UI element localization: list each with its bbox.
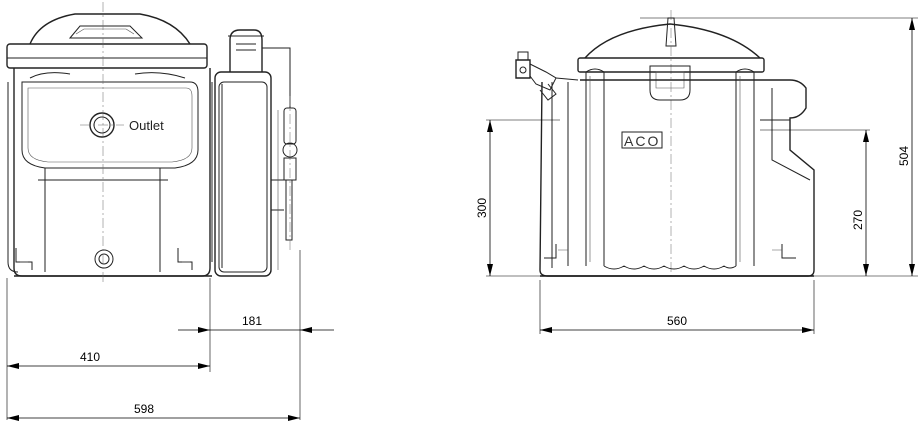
side-view: ACO	[515, 10, 815, 277]
dim-181-label: 181	[242, 314, 262, 328]
lid-latch	[649, 65, 691, 101]
dim-270-label: 270	[851, 210, 865, 230]
front-tank-body	[13, 68, 211, 277]
front-dimensions: 181 410 598	[6, 250, 334, 421]
vent-line	[262, 47, 291, 108]
dim-598-label: 598	[134, 402, 154, 416]
side-tank-body	[539, 79, 815, 277]
dim-504-label: 504	[897, 146, 911, 166]
valve-body	[283, 107, 297, 145]
front-lid-rim	[6, 43, 208, 69]
drain-plug	[94, 249, 114, 269]
dim-410-label: 410	[80, 350, 100, 364]
front-view: Outlet	[6, 2, 298, 282]
side-lid-dome	[584, 23, 761, 59]
inlet-connector	[515, 59, 531, 79]
aco-logo: ACO	[624, 133, 660, 149]
outlet-label: Outlet	[129, 118, 164, 133]
side-bottom-scallops	[603, 265, 737, 270]
dim-300-label: 300	[475, 198, 489, 218]
pump-unit	[214, 71, 272, 277]
front-lid-dome	[29, 13, 191, 45]
front-lid-handle	[68, 25, 144, 39]
front-upper-panel	[21, 81, 199, 169]
aco-logo-frame	[621, 131, 663, 149]
side-dimensions: 560 300 270 504	[475, 17, 918, 334]
dim-560-label: 560	[667, 314, 687, 328]
